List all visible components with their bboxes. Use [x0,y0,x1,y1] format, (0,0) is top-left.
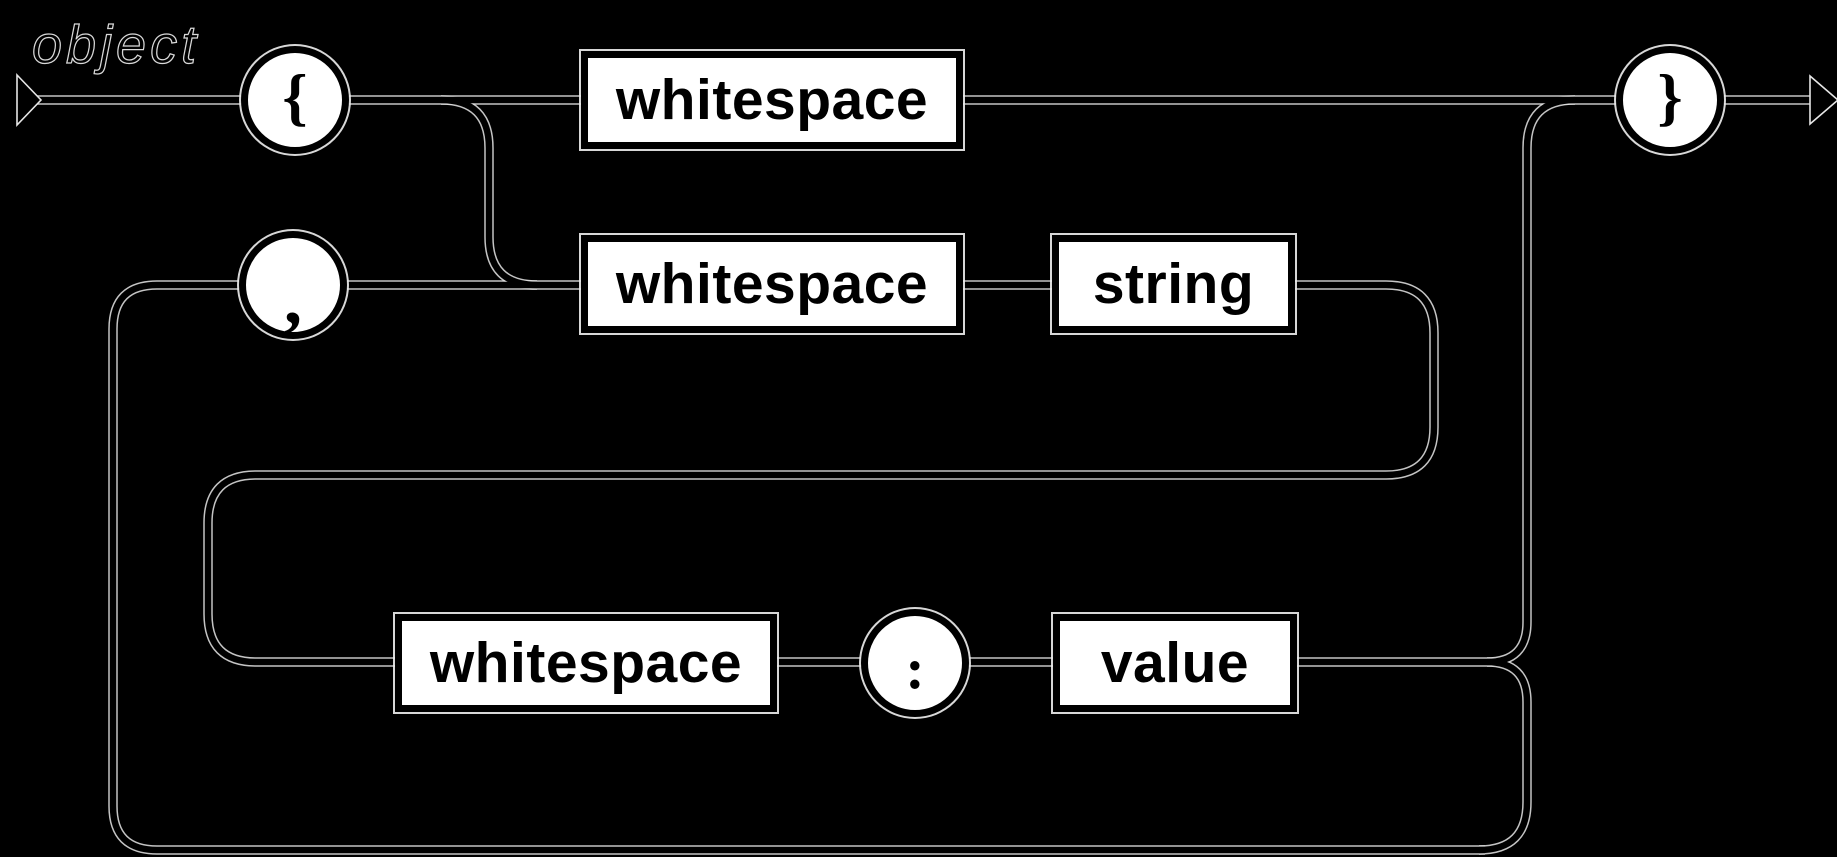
colon-label: : [905,635,925,701]
node-open-brace: { [241,46,349,154]
rail-fork-up [1486,96,1576,666]
diagram-title: object [32,15,200,75]
start-arrow-icon [16,73,43,127]
node-colon: : [861,609,969,717]
close-brace-label: } [1657,61,1683,132]
rail-fork-down [1478,658,1531,854]
rail-comma-loop [108,280,1485,855]
rail-fork-up [1486,95,1576,667]
node-string: string [1052,235,1295,333]
whitespace-member-label: whitespace [615,252,929,316]
whitespace-value-label: whitespace [429,631,743,695]
rail-branch-down [440,96,538,289]
string-label: string [1092,252,1255,316]
node-whitespace-member: whitespace [581,235,963,333]
open-brace-label: { [282,61,308,132]
node-comma: , [239,231,347,339]
rail-fork-down [1478,657,1532,855]
rail-wrap-line [204,281,1438,666]
rail-comma-loop [109,281,1485,854]
node-value: value [1053,614,1297,712]
node-close-brace: } [1616,46,1724,154]
rail-ink-layer [36,96,1812,854]
end-arrow-icon [1809,74,1837,126]
node-whitespace-top: whitespace [581,51,963,149]
node-whitespace-value: whitespace [395,614,777,712]
whitespace-top-label: whitespace [615,68,929,132]
value-label: value [1100,631,1250,695]
